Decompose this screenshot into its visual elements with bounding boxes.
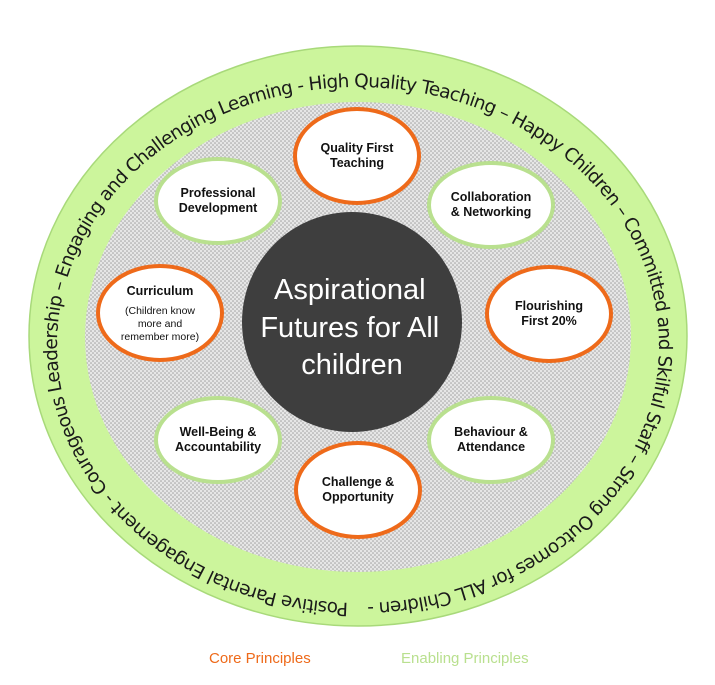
node-title-line: Behaviour & (454, 425, 528, 439)
node-title-line: Challenge & (322, 475, 394, 489)
node-title-line: Accountability (175, 440, 261, 454)
node-title-line: & Networking (451, 205, 532, 219)
node-ellipse (154, 396, 282, 484)
node-title-line: Development (179, 201, 258, 215)
node-ellipse (294, 441, 422, 539)
node-well-being-accountability: Well-Being &Accountability (154, 396, 282, 484)
node-sub-line: more and (138, 318, 183, 330)
node-title-line: Professional (180, 186, 255, 200)
center-text: Aspirational Futures for All children (260, 274, 443, 381)
legend-enabling-principles: Enabling Principles (401, 650, 529, 667)
node-sub-line: (Children know (125, 305, 195, 317)
node-title-line: Flourishing (515, 299, 583, 313)
node-label: Well-Being &Accountability (175, 425, 261, 454)
center-line: children (301, 349, 403, 381)
node-title-line: Collaboration (451, 190, 532, 204)
node-ellipse (427, 161, 555, 249)
node-title-line: Quality First (321, 141, 395, 155)
center-hub (242, 212, 462, 432)
node-sub-line: remember more) (121, 331, 199, 343)
node-ellipse (485, 265, 613, 363)
center-line: Aspirational (274, 274, 426, 306)
center-line: Futures for All (260, 312, 439, 344)
node-ellipse (293, 107, 421, 205)
node-ellipse (96, 264, 224, 362)
node-title-line: Well-Being & (180, 425, 257, 439)
node-title-line: Attendance (457, 440, 525, 454)
node-title-line: Curriculum (127, 284, 194, 298)
node-ellipse (154, 157, 282, 245)
node-label: Collaboration& Networking (451, 190, 532, 219)
node-title-line: Teaching (330, 156, 384, 170)
node-behaviour-attendance: Behaviour &Attendance (427, 396, 555, 484)
node-label: Behaviour &Attendance (454, 425, 528, 454)
node-collaboration-networking: Collaboration& Networking (427, 161, 555, 249)
legend-core-principles: Core Principles (209, 650, 311, 667)
node-title-line: First 20% (521, 314, 577, 328)
node-challenge-opportunity: Challenge &Opportunity (294, 441, 422, 539)
node-label: Challenge &Opportunity (322, 475, 394, 504)
node-ellipse (427, 396, 555, 484)
node-title-line: Opportunity (322, 490, 394, 504)
